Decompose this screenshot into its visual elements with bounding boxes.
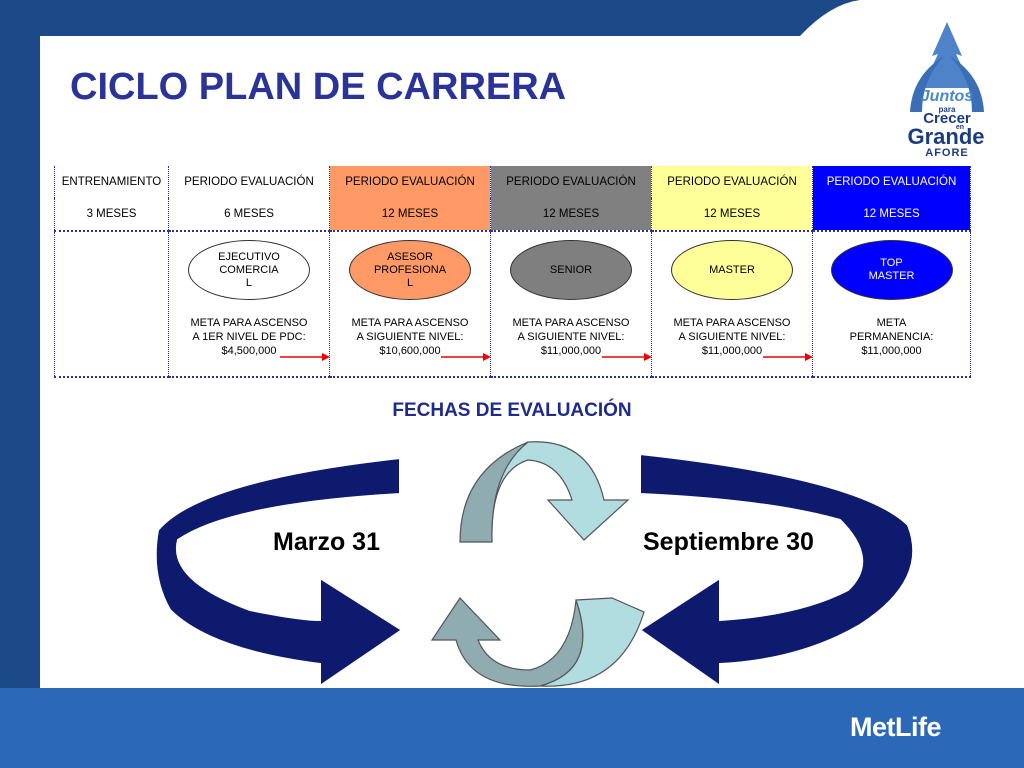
logo-en: en [955,124,965,131]
level-meta: META PARA ASCENSO A SIGUIENTE NIVEL: $11… [673,317,791,357]
date-march: Marzo 31 [273,528,380,556]
career-plan-table: ENTRENAMIENTO PERIODO EVALUACIÓN PERIODO… [54,166,971,378]
stage-duration: 12 MESES [651,198,813,231]
level-cell: EJECUTIVO COMERCIA L META PARA ASCENSO A… [168,230,330,378]
level-cell: MASTER META PARA ASCENSO A SIGUIENTE NIV… [651,230,813,378]
stage-duration: 12 MESES [490,198,652,231]
date-september: Septiembre 30 [643,528,814,556]
level-meta: META PARA ASCENSO A SIGUIENTE NIVEL: $10… [351,317,469,357]
level-row: EJECUTIVO COMERCIA L META PARA ASCENSO A… [54,230,971,378]
stage-header: PERIODO EVALUACIÓN [329,166,491,198]
right-cycle-arrow [638,452,915,688]
arrow-right-icon [280,353,329,361]
stage-duration: 3 MESES [54,198,169,231]
arrow-right-icon [602,353,651,361]
level-oval: ASESOR PROFESIONA L [349,240,471,300]
level-cell: SENIOR META PARA ASCENSO A SIGUIENTE NIV… [490,230,652,378]
stage-duration: 12 MESES [329,198,491,231]
left-cycle-arrow [154,456,404,688]
stage-header: PERIODO EVALUACIÓN [651,166,813,198]
afore-logo [910,22,984,112]
logo-grande: Grande [907,124,985,149]
level-cell: ASESOR PROFESIONA L META PARA ASCENSO A … [329,230,491,378]
level-oval: MASTER [671,240,793,300]
arrow-right-icon [763,353,812,361]
level-oval: SENIOR [510,240,632,300]
logo-para: para [938,105,956,114]
bottom-cycle-arrow [430,597,584,687]
evaluation-cycle-diagram [154,441,915,688]
level-meta: META PARA ASCENSO A 1ER NIVEL DE PDC: $4… [190,317,308,357]
stage-duration: 12 MESES [812,198,971,231]
page-title: CICLO PLAN DE CARRERA [70,66,567,108]
logo-afore: AFORE [925,147,969,159]
evaluation-dates-heading: FECHAS DE EVALUACIÓN [392,400,632,421]
header-row: ENTRENAMIENTO PERIODO EVALUACIÓN PERIODO… [54,166,971,198]
level-cell: TOP MASTER META PERMANENCIA: $11,000,000 [812,230,971,378]
arrow-right-icon [441,353,490,361]
level-oval: TOP MASTER [830,240,953,300]
metlife-logo: MetLife [850,712,942,742]
stage-header: ENTRENAMIENTO [54,166,169,198]
level-oval: EJECUTIVO COMERCIA L [188,240,310,300]
level-meta: META PARA ASCENSO A SIGUIENTE NIVEL: $11… [512,317,630,357]
level-cell [54,230,169,378]
stage-header: PERIODO EVALUACIÓN [812,166,971,198]
stage-header: PERIODO EVALUACIÓN [168,166,330,198]
logo-juntos: Juntos [920,88,974,105]
logo-crecer: Crecer [923,110,971,127]
level-meta: META PERMANENCIA: $11,000,000 [849,317,934,357]
stage-duration: 6 MESES [168,198,330,231]
duration-row: 3 MESES 6 MESES 12 MESES 12 MESES 12 MES… [54,198,971,231]
stage-header: PERIODO EVALUACIÓN [490,166,652,198]
